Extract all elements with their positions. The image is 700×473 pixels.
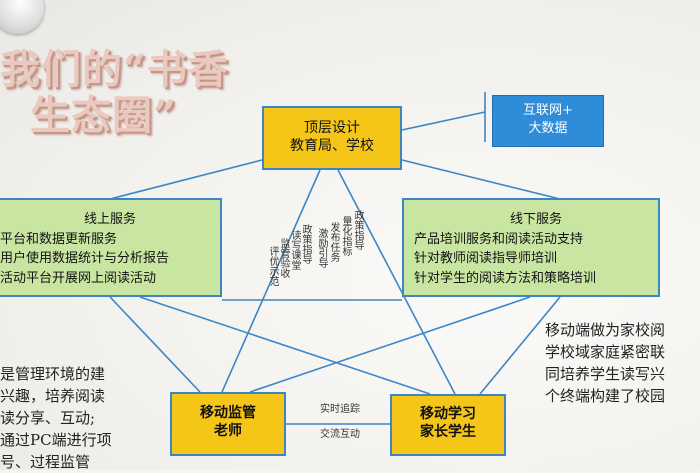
node-top-line1: 顶层设计 [304,120,360,136]
left-text-line: 兴趣，培养阅读 [0,387,106,405]
edge-top-internet [401,111,486,131]
online-item: 平台和数据更新服务 [0,231,118,247]
right-text-line: 移动端做为家校阅 [545,321,666,339]
right-text-line: 学校域家庭紧密联 [545,343,666,361]
node-top-line2: 教育局、学校 [290,138,374,154]
right-text-line: 同培养学生读写兴 [545,365,666,383]
node-internet: 互联网+ 大数据 [492,95,604,147]
node-learner: 移动学习 家长学生 [390,394,506,456]
offline-item: 针对教师阅读指导师培训 [414,251,558,266]
node-learner-line2: 家长学生 [420,424,476,440]
node-learner-line1: 移动学习 [420,406,476,422]
left-text-line: 号、过程监管 [0,453,91,471]
edge-label-col: 评优示范 [267,246,278,286]
online-item: 活动平台开展网上阅读活动 [0,270,157,286]
node-top-design: 顶层设计 教育局、学校 [262,106,402,170]
edge-online-learner [139,296,431,395]
online-heading: 线上服务 [83,212,136,227]
node-offline-services: 线下服务 产品培训服务和阅读活动支持 针对教师阅读指导师培训 针对学生的阅读方法… [402,198,660,297]
edge-label-realtime-2: 交流互动 [320,429,360,440]
edge-label-col: 发布任务 [328,222,339,262]
online-item: 用户使用数据统计与分析报告 [0,251,170,266]
title-line-2: 生态圈” [30,92,178,139]
node-online-services: 线上服务 平台和数据更新服务 用户使用数据统计与分析报告 活动平台开展网上阅读活… [0,198,222,297]
left-text-line: 读分享、互动; [0,409,96,427]
node-teacher-line2: 老师 [214,423,242,439]
node-internet-line1: 互联网+ [523,103,573,118]
edge-top-teacher [221,169,321,393]
edge-label-col: 政策指导 [300,224,311,264]
offline-item: 产品培训服务和阅读活动支持 [414,231,584,247]
right-text-line: 个终端构建了校园 [545,387,666,405]
edge-top-offline [401,159,561,200]
left-text-line: 是管理环境的建 [0,365,106,383]
offline-heading: 线下服务 [509,212,562,227]
edge-offline-learner [479,296,561,395]
edge-top-learner [337,169,456,395]
edge-label-col: 量化指标 [340,216,351,256]
node-internet-line2: 大数据 [528,121,568,136]
edge-label-col: 激励引导 [316,228,327,268]
edge-label-realtime-1: 实时追踪 [320,404,360,415]
edge-offline-teacher [249,296,531,393]
left-text-line: 通过PC端进行项 [0,431,112,449]
node-teacher: 移动监管 老师 [170,392,286,456]
edge-label-col: 读写课堂 [289,230,300,270]
edge-online-teacher [109,296,201,393]
edge-label-col: 监管验收 [278,238,289,278]
node-teacher-line1: 移动监管 [200,405,256,421]
edge-top-online [109,159,263,200]
offline-item: 针对学生的阅读方法和策略培训 [414,270,597,286]
edge-label-col: 政策指导 [352,210,363,250]
title-line-1: 我们的“书香 [0,46,230,93]
